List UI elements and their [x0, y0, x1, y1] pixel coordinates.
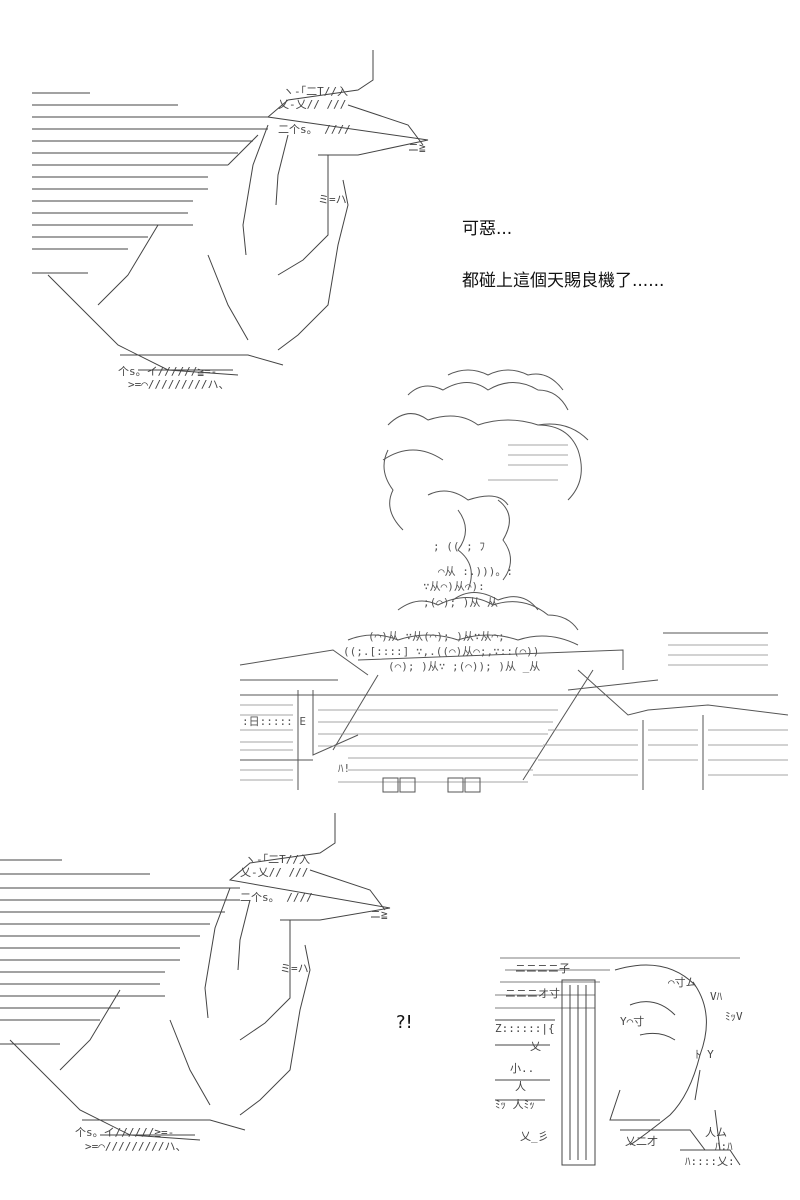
glyph: ヽ-｢二T//入	[245, 853, 310, 866]
glyph: ニニニニ子	[515, 962, 570, 975]
glyph: ⌒寸ム	[668, 975, 697, 989]
glyph: ((;.[::::] ∵,.((⌒)从⌒;,∵::(⌒))	[343, 645, 539, 658]
glyph: ⌒从 :.)))。:	[438, 565, 513, 578]
glyph: ミ=ハ	[280, 962, 309, 975]
wall-hatching	[240, 444, 788, 783]
glyph: ﾊ::::乂:	[685, 1155, 735, 1168]
glyph: >=⌒/////////ハ、	[128, 378, 229, 391]
glyph: ミ=ハ	[318, 193, 347, 206]
hatch-lines	[32, 92, 268, 274]
panel-creature-bottom: ヽ-｢二T//入 乂-乂// /// 二个s。 //// ニ≧ ミ=ハ 个s。イ…	[0, 808, 420, 1158]
glyph: 乂-乂// ///	[278, 98, 346, 111]
glyph: 乂二才	[625, 1134, 658, 1148]
windows	[382, 777, 481, 793]
glyph: 小..	[510, 1062, 534, 1075]
glyph: 人	[515, 1080, 526, 1093]
glyph: ; (( ; ﾌ	[433, 540, 485, 553]
panel-startled-figure: ニニニニ子 ⌒寸ム ニニニオ寸 Vﾊ Y⌒寸 ﾐｯV Z::::::|{ 乂 ﾄ…	[490, 950, 760, 1175]
glyph: (⌒)从 ∵从(⌒); )从∵从⌒;	[368, 630, 505, 643]
glyph: ∵从⌒)从⌒):	[423, 580, 485, 593]
dialogue-line-2: 都碰上這個天賜良機了......	[462, 271, 665, 291]
glyph: :日::::: E	[242, 715, 306, 728]
glyph: ヽ-｢二T//入	[283, 85, 348, 98]
hatch-lines-2	[0, 859, 240, 1045]
glyph: ;(⌒); )从 从	[423, 596, 498, 609]
explosion-art: ; (( ; ﾌ ⌒从 :.)))。: ∵从⌒)从⌒): ;(⌒); )从 从 …	[239, 369, 789, 793]
glyph: Y⌒寸	[620, 1014, 644, 1028]
glyph: 个s。イ//////≧=-	[118, 365, 217, 378]
glyph: ﾄ Y	[695, 1048, 714, 1061]
creature-head-art-2: ヽ-｢二T//入 乂-乂// /// 二个s。 //// ニ≧ ミ=ハ 个s。イ…	[0, 813, 391, 1153]
glyph: 个s。イ//////≧=-	[75, 1126, 174, 1139]
glyph: 乂	[530, 1040, 541, 1053]
panel-explosion: ; (( ; ﾌ ⌒从 :.)))。: ∵从⌒)从⌒): ;(⌒); )从 从 …	[238, 350, 793, 800]
glyph: Vﾊ	[710, 990, 723, 1003]
glyph: 乂-乂// ///	[240, 866, 308, 879]
glyph: ﾐｯ 人ﾐｯ	[495, 1098, 535, 1111]
glyph: ﾐｯV	[725, 1010, 743, 1023]
glyph: 二个s。 ////	[278, 123, 351, 136]
glyph: 二个s。 ////	[240, 891, 313, 904]
startled-figure-art: ニニニニ子 ⌒寸ム ニニニオ寸 Vﾊ Y⌒寸 ﾐｯV Z::::::|{ 乂 ﾄ…	[495, 957, 743, 1168]
panel-creature-top: ヽ-｢二T//入 乂-乂// /// 二个s。 //// ニ≧ ミ=ハ 个s。イ…	[28, 45, 448, 395]
glyph: ﾊ:ﾊ	[715, 1140, 733, 1153]
glyph: ニニニオ寸	[505, 986, 560, 1000]
glyph: ニ≧	[370, 908, 388, 921]
dialogue-line-1: 可惡...	[462, 219, 513, 239]
creature-head-art: ヽ-｢二T//入 乂-乂// /// 二个s。 //// ニ≧ ミ=ハ 个s。イ…	[32, 50, 429, 391]
glyph: 乂_彡	[520, 1130, 549, 1143]
glyph: 人ム	[705, 1126, 727, 1139]
reaction-text: ?!	[396, 1012, 413, 1033]
glyph: >=⌒/////////ハ、	[85, 1140, 186, 1153]
glyph: Z::::::|{	[495, 1022, 555, 1035]
glyph: ニ≧	[408, 141, 426, 154]
glyph: ﾊ!	[338, 762, 350, 775]
glyph: (⌒); )从∵ ;(⌒)); )从 _从	[388, 660, 540, 673]
